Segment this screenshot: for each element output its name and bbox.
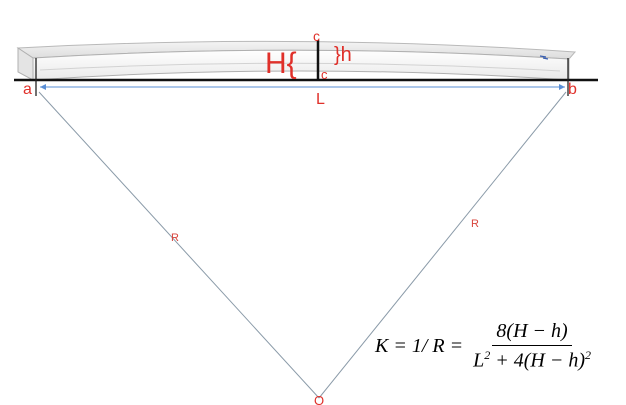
radius-right-label: R bbox=[471, 218, 479, 230]
formula-denominator: L2 + 4(H − h)2 bbox=[469, 346, 595, 373]
point-c-top-label: c bbox=[313, 28, 320, 44]
height-big-label: H{ bbox=[265, 47, 297, 80]
length-arrow-left bbox=[40, 84, 46, 90]
point-c-bottom-label: c bbox=[321, 67, 328, 82]
plank-edge-highlight bbox=[39, 62, 561, 72]
radius-line-right bbox=[318, 91, 567, 399]
radius-left-label: R bbox=[171, 232, 179, 244]
point-a-label: a bbox=[23, 81, 32, 98]
curvature-formula: K = 1/ R = 8(H − h) L2 + 4(H − h)2 bbox=[375, 316, 595, 376]
formula-denominator-rest: + 4(H − h) bbox=[490, 349, 585, 372]
formula-denominator-main: L bbox=[473, 349, 485, 372]
formula-fraction: 8(H − h) L2 + 4(H − h)2 bbox=[469, 320, 595, 373]
formula-lhs: K = 1/ R = bbox=[375, 334, 464, 357]
length-arrow-right bbox=[559, 84, 565, 90]
radius-line-left bbox=[38, 91, 320, 399]
formula-denominator-sup2: 2 bbox=[585, 347, 591, 362]
height-small-label: }h bbox=[334, 44, 352, 66]
formula-denominator-sup: 2 bbox=[484, 347, 491, 362]
plank-front-face bbox=[32, 49, 570, 81]
formula-numerator: 8(H − h) bbox=[492, 320, 572, 346]
length-label: L bbox=[316, 91, 325, 108]
point-b-label: b bbox=[568, 81, 577, 98]
plank-mark bbox=[539, 55, 549, 60]
center-label: O bbox=[314, 393, 324, 405]
